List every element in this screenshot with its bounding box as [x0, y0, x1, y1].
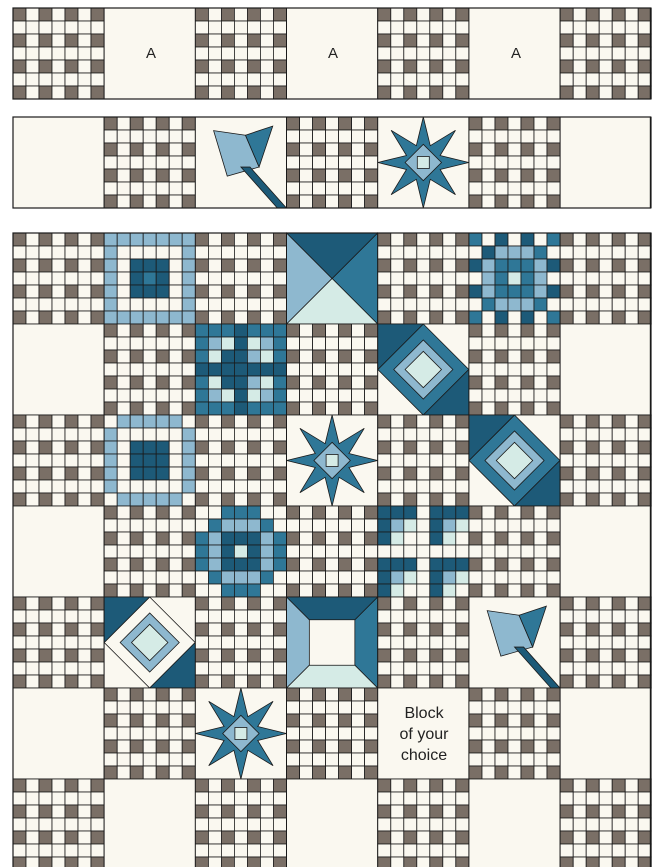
quilt-block-checker	[104, 117, 195, 208]
quilt-block-checker	[287, 117, 378, 208]
quilt-block-plain	[104, 779, 195, 867]
quilt-block-plain	[287, 779, 378, 867]
quilt-block-plain	[13, 688, 104, 779]
quilt-block-checker	[469, 688, 560, 779]
quilt-block-checker	[195, 779, 286, 867]
quilt-block-checker	[13, 779, 104, 867]
quilt-block-maple-leaf	[469, 597, 560, 688]
quilt-block-checker	[287, 324, 378, 415]
quilt-block-churn-dash	[287, 597, 378, 688]
quilt-block-checker	[13, 597, 104, 688]
quilt-block-checker	[13, 8, 104, 99]
quilt-block-checker	[104, 506, 195, 597]
quilt-block-checker	[287, 688, 378, 779]
quilt-block-checker	[560, 779, 651, 867]
quilt-block-checker	[378, 597, 469, 688]
block-a-label: A	[146, 45, 156, 62]
quilt-block-plain	[13, 506, 104, 597]
block-a-label: A	[511, 45, 521, 62]
blocks-layer	[13, 8, 651, 867]
quilt-block-checker	[560, 8, 651, 99]
quilt-block-plain	[469, 779, 560, 867]
quilt-block-framed-square	[104, 415, 195, 506]
quilt-block-plain	[560, 688, 651, 779]
quilt-block-checker	[560, 415, 651, 506]
quilt-block-plain	[560, 506, 651, 597]
quilt-block-checker	[195, 597, 286, 688]
quilt-block-checker	[469, 506, 560, 597]
quilt-block-checker	[378, 8, 469, 99]
quilt-block-ring-medallion	[195, 506, 286, 597]
quilt-block-leaf	[195, 117, 286, 208]
quilt-block-checker	[469, 324, 560, 415]
quilt-block-checker	[560, 597, 651, 688]
quilt-block-plain	[560, 117, 651, 208]
quilt-block-checker	[378, 233, 469, 324]
quilt-block-checker	[195, 233, 286, 324]
quilt-block-plain	[13, 117, 104, 208]
quilt-block-le-moyne-star	[195, 688, 286, 779]
choice-label-line-1: Block	[404, 705, 444, 722]
quilt-block-pinwheel-diamond	[104, 597, 195, 688]
block-a-label: A	[328, 45, 338, 62]
quilt-block-checker	[560, 233, 651, 324]
quilt-block-checker	[104, 688, 195, 779]
quilt-block-plain	[560, 324, 651, 415]
quilt-block-checker	[287, 506, 378, 597]
quilt-block-square-in-star	[378, 324, 469, 415]
quilt-block-checker	[469, 117, 560, 208]
quilt-block-four-patch-cabins	[378, 506, 469, 597]
quilt-block-checker	[13, 233, 104, 324]
quilt-block-checker	[195, 8, 286, 99]
quilt-block-sawtooth-star	[469, 233, 560, 324]
quilt-block-star-medallion	[378, 117, 469, 208]
quilt-block-diamond-in-square	[469, 415, 560, 506]
quilt-block-checker	[378, 779, 469, 867]
quilt-block-checker	[195, 415, 286, 506]
quilt-block-heart-frame	[104, 233, 195, 324]
quilt-block-checker	[13, 415, 104, 506]
quilt-block-triangle-pinwheel	[287, 233, 378, 324]
quilt-block-checker	[104, 324, 195, 415]
quilt-block-eight-point-star	[287, 415, 378, 506]
quilt-block-checker	[378, 415, 469, 506]
choice-label-line-2: of your	[400, 726, 450, 743]
quilt-block-plain	[13, 324, 104, 415]
choice-label-line-3: choice	[401, 747, 447, 764]
quilt-block-butterfly	[195, 324, 286, 415]
